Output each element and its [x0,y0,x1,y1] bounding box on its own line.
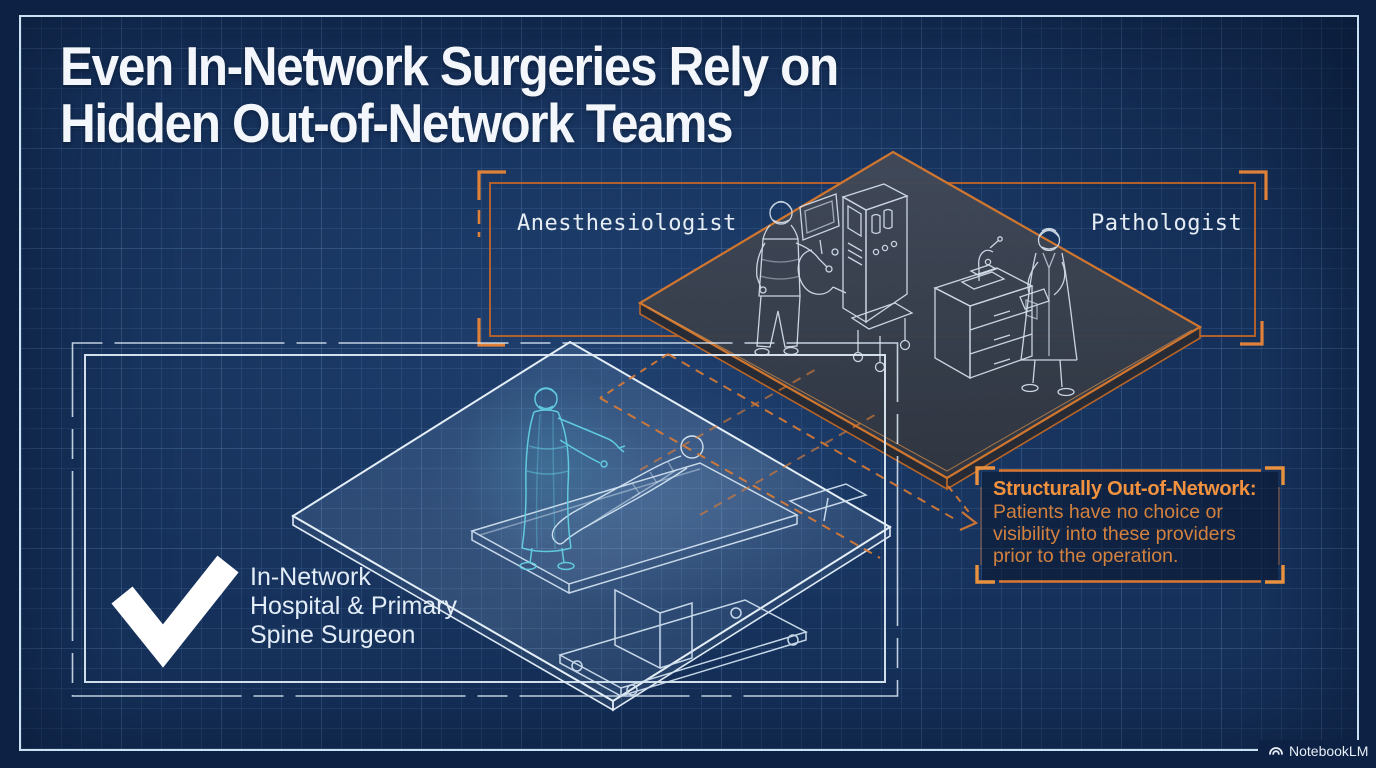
connector-dashed-lines [599,353,979,559]
lab-cabinet [933,267,1034,380]
label-pathologist: Pathologist [1091,211,1243,236]
in-network-line: Hospital & Primary [250,592,457,620]
anesthesia-machine [797,183,914,373]
title-line-2: Hidden Out-of-Network Teams [60,92,734,155]
callout-heading: Structurally Out-of-Network: [993,478,1257,500]
in-network-frame [71,342,899,697]
page-title: Even In-Network Surgeries Rely on Hidden… [60,35,906,155]
operating-table [470,462,868,698]
callout-box [975,466,1285,584]
watermark-label: NotebookLM [1289,743,1369,759]
oon-platform [637,150,1203,491]
title-line-1: Even In-Network Surgeries Rely on [60,35,839,97]
surgeon-figure [519,387,626,571]
in-network-line: In-Network [250,563,371,591]
pathologist-figure [1019,227,1078,397]
label-anesthesiologist: Anesthesiologist [517,211,737,236]
in-network-line: Spine Surgeon [250,621,416,649]
microscope [960,236,1006,290]
arrow-icon [959,511,979,532]
in-network-label: In-Network Hospital & Primary Spine Surg… [250,563,457,650]
patient-figure [551,435,704,545]
callout-text: Structurally Out-of-Network: Patients ha… [993,478,1275,567]
callout-body-line: visibility into these providers [993,523,1236,545]
notebooklm-logo-icon [1269,747,1283,755]
callout-body-line: Patients have no choice or [993,501,1223,523]
notebooklm-watermark: NotebookLM [1258,740,1375,762]
anesthesiologist-figure [754,200,833,357]
check-icon [111,555,239,668]
callout-body-line: prior to the operation. [993,545,1179,567]
